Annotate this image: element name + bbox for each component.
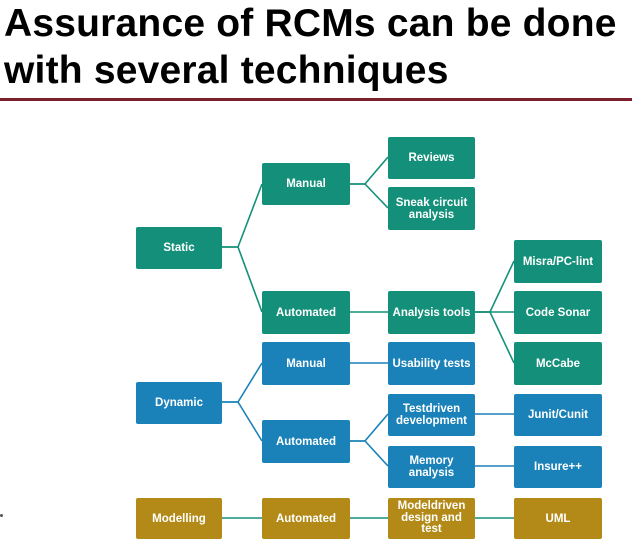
stray-dot [0, 514, 3, 517]
node-modelling-automated: Automated [262, 498, 350, 539]
connector-automated-memory [350, 440, 389, 467]
connector-static-manual [222, 183, 263, 248]
node-memory-analysis: Memory analysis [388, 446, 475, 488]
node-uml: UML [514, 498, 602, 539]
node-static-manual: Manual [262, 163, 350, 205]
connector-dynamic-manual [222, 362, 263, 403]
node-analysis-tools: Analysis tools [388, 291, 475, 334]
node-testdriven: Testdriven development [388, 394, 475, 436]
node-modeldriven: Modeldriven design and test [388, 498, 475, 539]
connector-manual-sneak [350, 183, 389, 209]
node-dynamic: Dynamic [136, 382, 222, 424]
connector-analysis-mccabe [475, 311, 515, 364]
title-underline [0, 98, 632, 101]
node-misra: Misra/PC-lint [514, 240, 602, 283]
node-mccabe: McCabe [514, 342, 602, 385]
node-static: Static [136, 227, 222, 269]
node-insure: Insure++ [514, 446, 602, 488]
connector-static-automated [222, 246, 263, 313]
connector-manual-reviews [350, 156, 389, 185]
connector-dynamic-automated [222, 401, 263, 442]
page-title: Assurance of RCMs can be done with sever… [4, 2, 617, 92]
node-code-sonar: Code Sonar [514, 291, 602, 334]
node-junit: Junit/Cunit [514, 394, 602, 436]
node-dynamic-automated: Automated [262, 420, 350, 463]
node-static-automated: Automated [262, 291, 350, 334]
node-usability-tests: Usability tests [388, 342, 475, 385]
node-reviews: Reviews [388, 137, 475, 179]
node-dynamic-manual: Manual [262, 342, 350, 385]
node-modelling: Modelling [136, 498, 222, 539]
connector-analysis-misra [475, 260, 515, 313]
node-sneak-circuit: Sneak circuit analysis [388, 187, 475, 230]
connector-automated-testdriven [350, 413, 389, 442]
